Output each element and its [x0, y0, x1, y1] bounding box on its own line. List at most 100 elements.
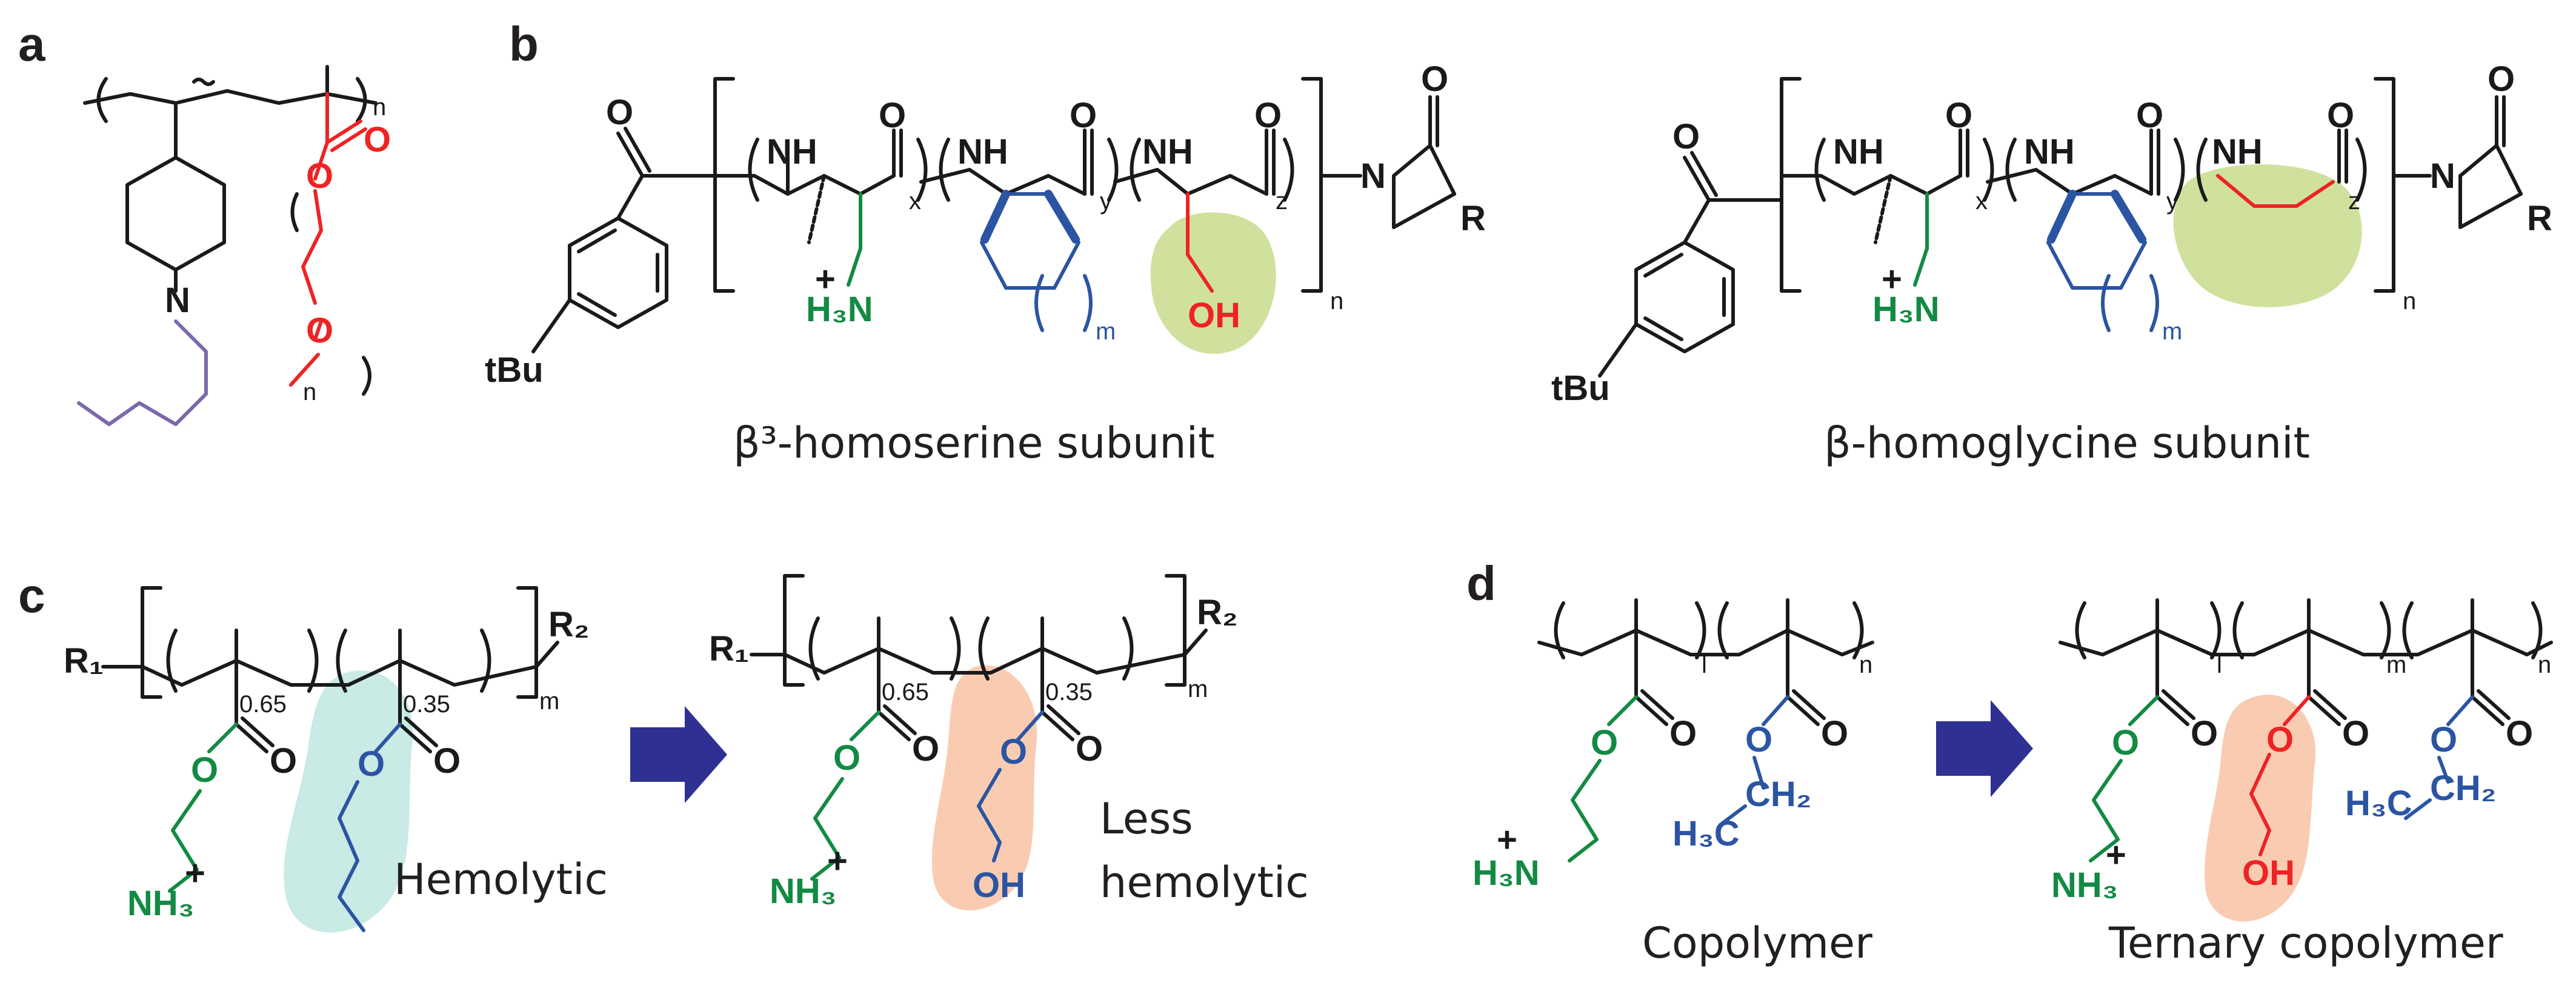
b-left-sub-m: m: [1096, 318, 1116, 345]
b-left-lactam-n: N: [1360, 156, 1386, 196]
b-left-benzoyl-o: O: [606, 93, 633, 132]
c-left-ester-o-green: O: [191, 750, 218, 790]
b-left-tbu: tBu: [485, 350, 544, 390]
b-left-sub-z: z: [1276, 188, 1288, 215]
b-right-h3n: H₃N: [1872, 290, 1940, 329]
c-left-frac-065: 0.65: [239, 691, 287, 718]
caption-hemolytic-2: hemolytic: [1100, 858, 1309, 907]
c-right-nh3: NH₃: [770, 872, 837, 911]
b-right-nh-3: NH: [2212, 132, 2263, 172]
b-left-nh-1: NH: [767, 132, 817, 172]
b-right-nh-1: NH: [1833, 132, 1884, 172]
caption-homoserine: β³-homoserine subunit: [733, 418, 1215, 468]
b-left-h3n: H₃N: [806, 290, 873, 329]
c-left-ester-o-blue: O: [358, 744, 385, 784]
b-right-o-3: O: [2327, 96, 2354, 135]
d-left-sub-n: n: [1859, 652, 1872, 678]
panel-label-c: c: [18, 569, 45, 622]
b-right-tbu: tBu: [1551, 369, 1610, 408]
b-right-sub-y: y: [2166, 188, 2178, 215]
d-right-plus: +: [2106, 835, 2126, 875]
panel-label-b: b: [509, 17, 539, 71]
d-right-h3c: H₃C: [2345, 784, 2412, 823]
d-right-ester-o-green: O: [2112, 723, 2139, 762]
b-left-sub-n: n: [1330, 288, 1343, 315]
c-left-frac-035: 0.35: [403, 691, 450, 718]
d-left-ester-o-green: O: [1591, 723, 1618, 762]
d-right-sub-m: m: [2386, 652, 2406, 678]
c-left-r1: R₁: [64, 641, 104, 681]
d-left-o-2: O: [1821, 714, 1848, 753]
d-right-o-1: O: [2191, 714, 2218, 753]
b-right-benzoyl-o: O: [1672, 117, 1700, 156]
d-right-sub-n: n: [2538, 652, 2551, 678]
d-left-ch2: CH₂: [1745, 775, 1812, 814]
b-right-r: R: [2527, 199, 2552, 238]
ester-o-label: O: [306, 156, 333, 196]
caption-less: Less: [1100, 794, 1193, 844]
panel-label-a: a: [18, 17, 45, 71]
d-right-sub-l: l: [2217, 652, 2222, 678]
c-right-plus: +: [827, 841, 848, 881]
d-right-ester-o-red: O: [2266, 720, 2294, 759]
b-right-sub-n: n: [2403, 288, 2416, 315]
b-left-sub-x: x: [909, 188, 921, 215]
d-right-o-3: O: [2506, 714, 2533, 753]
b-left-nh-3: NH: [1142, 132, 1193, 172]
d-left-sub-l: l: [1702, 652, 1707, 678]
b-left-nh-2: NH: [957, 132, 1008, 172]
c-right-oh: OH: [973, 866, 1025, 905]
arrow-icon: [630, 706, 727, 803]
arrow-icon: [1936, 700, 2033, 797]
peg-o-label: O: [306, 311, 333, 350]
c-right-r2: R₂: [1197, 593, 1238, 632]
c-right-ester-o-green: O: [833, 738, 860, 778]
b-left-lactam-o: O: [1421, 59, 1448, 99]
b-right-lactam-n: N: [2430, 156, 2455, 196]
subscript-n: n: [303, 379, 316, 405]
c-left-o-1: O: [270, 741, 297, 781]
c-left-sub-m: m: [539, 688, 559, 715]
c-right-ester-o-blue: O: [1000, 732, 1027, 772]
caption-ternary-copolymer: Ternary copolymer: [2108, 918, 2503, 968]
panel-d-right-structure: l m n O O O O O O + NH₃ OH CH₂ H₃C: [2051, 598, 2553, 922]
b-left-o-1: O: [879, 96, 906, 135]
c-right-o-2: O: [1076, 729, 1103, 769]
d-right-oh: OH: [2242, 853, 2295, 893]
d-right-ch2: CH₂: [2430, 769, 2497, 808]
c-right-r1: R₁: [709, 629, 749, 669]
c-left-nh3: NH₃: [127, 884, 195, 923]
d-left-plus: +: [1497, 820, 1517, 859]
c-left-r2: R₂: [548, 605, 590, 644]
b-left-plus: +: [815, 259, 836, 299]
panel-d-left-structure: l n O O O O + H₃N CH₂ H₃C: [1473, 598, 1874, 893]
c-right-frac-035: 0.35: [1045, 679, 1093, 705]
c-right-frac-065: 0.65: [882, 679, 929, 705]
subscript-n: n: [373, 94, 386, 121]
d-right-nh3: NH₃: [2051, 866, 2118, 905]
c-left-o-2: O: [433, 741, 461, 781]
d-right-ester-o-blue: O: [2430, 720, 2457, 759]
caption-hemolytic: Hemolytic: [394, 855, 608, 904]
panel-label-d: d: [1466, 556, 1496, 610]
c-left-plus: +: [185, 853, 205, 893]
c-right-o-1: O: [912, 729, 939, 769]
c-right-sub-m: m: [1188, 676, 1208, 702]
caption-homoglycine: β-homoglycine subunit: [1824, 418, 2310, 468]
caption-copolymer: Copolymer: [1642, 918, 1872, 968]
d-left-ester-o-blue: O: [1745, 720, 1772, 759]
panel-b-left-structure: O tBu NH O + H₃N x NH O m y NH OH O z n …: [485, 59, 1486, 390]
b-right-sub-m: m: [2162, 318, 2182, 345]
b-right-o-2: O: [2136, 96, 2163, 135]
b-right-sub-z: z: [2348, 188, 2360, 215]
b-right-plus: +: [1882, 259, 1902, 299]
panel-a-structure: N O O O n n: [77, 65, 391, 426]
b-left-oh: OH: [1188, 296, 1240, 335]
panel-c-left-structure: R₁ R₂ 0.65 0.35 m O O O O + NH₃: [64, 586, 590, 933]
b-right-sub-x: x: [1975, 188, 1988, 215]
panel-c-right-structure: R₁ R₂ 0.65 0.35 m O O O O + NH₃ OH: [709, 574, 1238, 911]
ester-carbonyl-o-label: O: [364, 120, 391, 159]
b-left-sub-y: y: [1100, 188, 1112, 215]
b-right-o-1: O: [1945, 96, 1972, 135]
